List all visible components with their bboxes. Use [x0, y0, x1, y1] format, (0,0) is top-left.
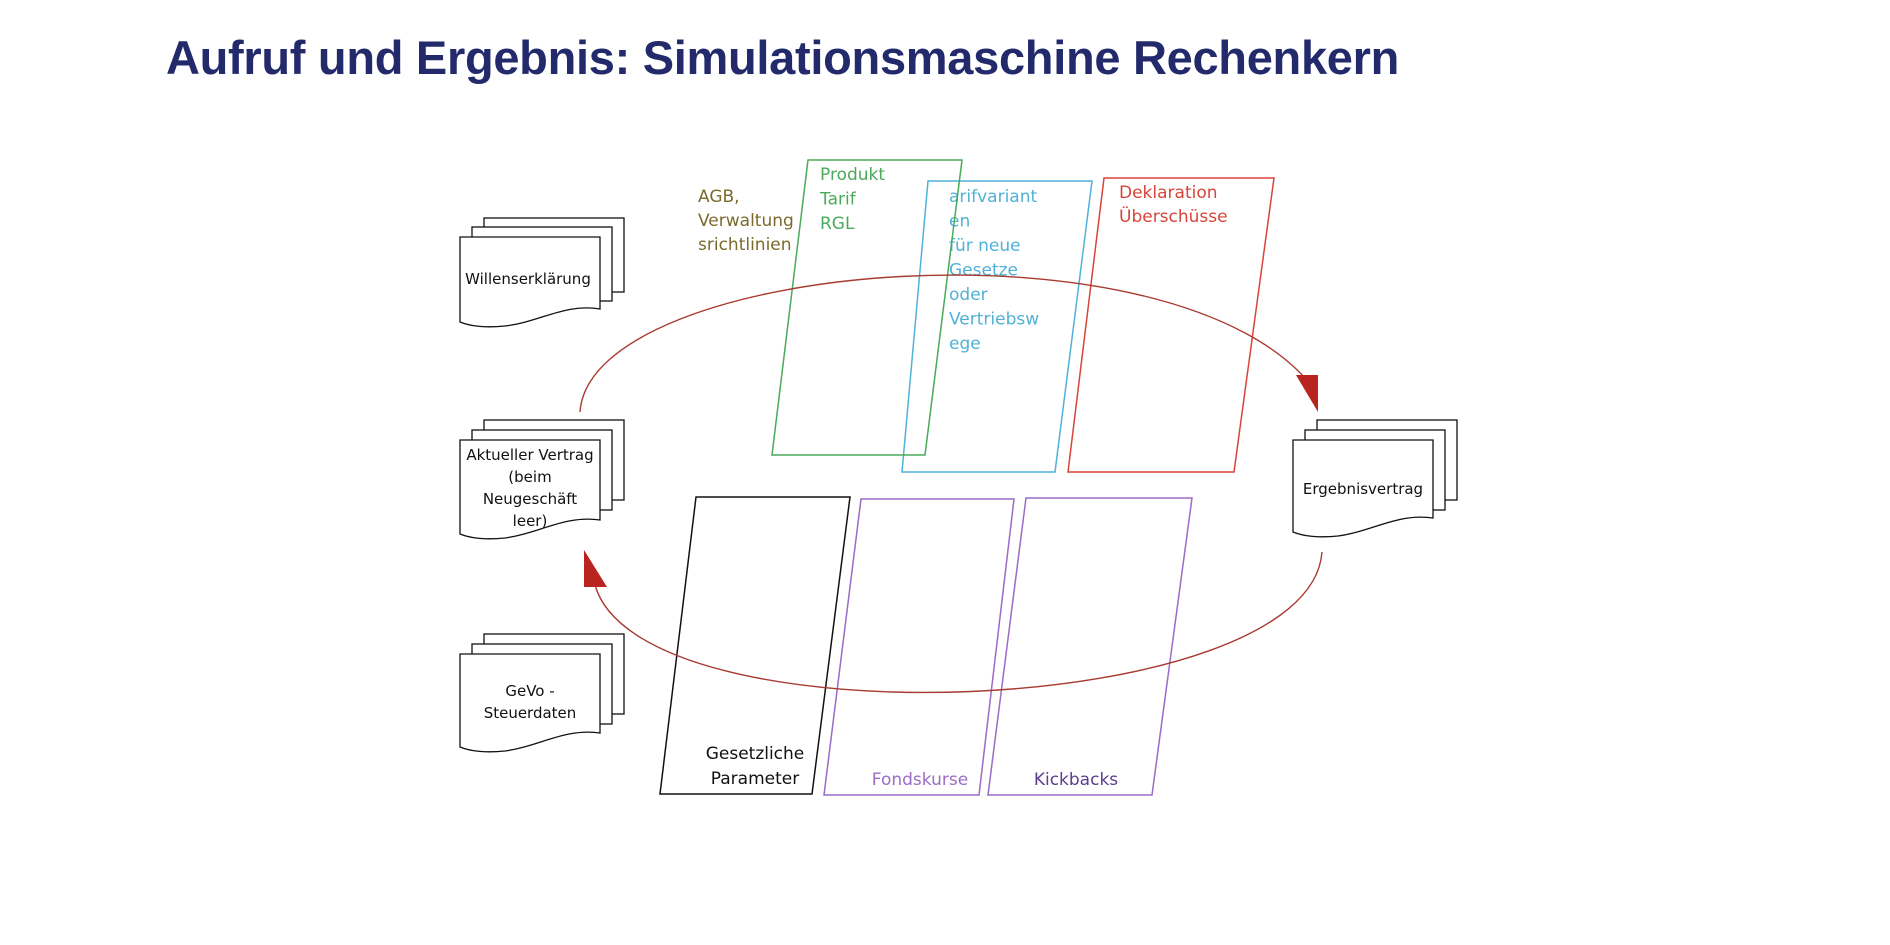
doc-sheet-front [459, 653, 601, 753]
panel-fondskurse-label: Fondskurse [872, 770, 968, 790]
label-line: Parameter [711, 769, 799, 789]
label-line: Überschüsse [1119, 205, 1228, 227]
document-ergebnisvertrag: Ergebnisvertrag [1292, 419, 1458, 538]
cycle-arc-top [579, 274, 1316, 413]
panel-kickbacks-label: Kickbacks [1034, 770, 1118, 790]
label-line: Gesetzliche [706, 744, 805, 764]
label-line: Deklaration [1119, 183, 1218, 203]
doc-gevo-label: GeVo - Steuerdaten [484, 682, 577, 722]
label-line: (beim [508, 468, 551, 486]
label-line: Verwaltung [698, 211, 794, 231]
panel-kickbacks: Kickbacks [987, 497, 1193, 796]
arrowhead-right [1296, 375, 1318, 412]
cycle-arc-bottom [594, 551, 1323, 694]
doc-willenserklaerung-label: Willenserklärung [465, 270, 591, 288]
label-line: RGL [820, 214, 855, 234]
label-line: Steuerdaten [484, 704, 577, 722]
label-line: GeVo - [505, 682, 554, 700]
doc-sheet-front [1292, 439, 1434, 538]
panel-agb-label: AGB, Verwaltung srichtlinien [698, 187, 794, 255]
label-line: für neue [949, 236, 1021, 256]
panel-deklaration-shape [1067, 177, 1275, 473]
label-line: Ergebnisvertrag [1303, 480, 1423, 498]
label-line: Willenserklärung [465, 270, 591, 288]
document-willenserklaerung: Willenserklärung [459, 217, 625, 328]
doc-ergebnisvertrag-label: Ergebnisvertrag [1303, 480, 1423, 498]
label-line: AGB, [698, 187, 740, 207]
label-line: leer) [513, 512, 548, 530]
label-line: Aktueller Vertrag [466, 446, 593, 464]
panel-fondskurse-shape [823, 498, 1015, 796]
document-gevo-steuerdaten: GeVo - Steuerdaten [459, 633, 625, 753]
panel-fondskurse: Fondskurse [823, 498, 1015, 796]
label-line: Vertriebsw [949, 310, 1039, 330]
doc-sheet-front [459, 439, 601, 540]
label-line: ege [949, 334, 981, 354]
label-line: Kickbacks [1034, 770, 1118, 790]
label-line: Gesetze [949, 261, 1018, 281]
panel-produkt-shape [771, 159, 963, 456]
panel-agb: AGB, Verwaltung srichtlinien [698, 187, 794, 255]
panel-tarifvarianten-shape [901, 180, 1093, 473]
label-line: Produkt [820, 165, 885, 185]
panel-kickbacks-shape [987, 497, 1193, 796]
doc-sheet-front [459, 236, 601, 328]
panel-gesetzliche-shape [659, 496, 851, 795]
arrowhead-left [584, 550, 607, 587]
label-line: Fondskurse [872, 770, 968, 790]
label-line: Neugeschäft [483, 490, 577, 508]
label-line: arifvariant [949, 187, 1037, 207]
label-line: oder [949, 285, 988, 305]
page-title: Aufruf und Ergebnis: Simulationsmaschine… [166, 31, 1400, 84]
label-line: srichtlinien [698, 235, 792, 255]
label-line: Tarif [819, 190, 857, 210]
